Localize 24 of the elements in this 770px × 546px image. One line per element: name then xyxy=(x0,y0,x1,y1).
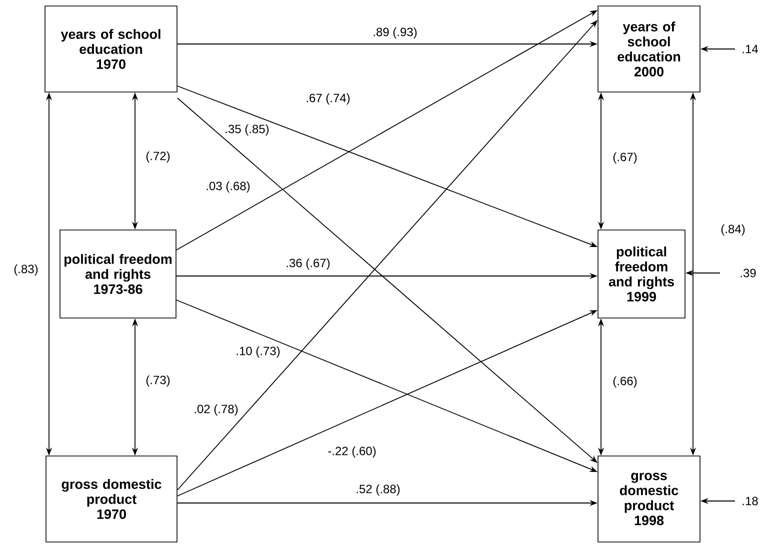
edge-label: (.72) xyxy=(146,151,170,163)
edge-label: .89 (.93) xyxy=(374,27,417,39)
variable-box: political freedom and rights 1999 xyxy=(598,230,686,318)
edge-label: .03 (.68) xyxy=(206,181,250,193)
edge-label: .36 (.67) xyxy=(286,258,330,270)
variable-box: years of school education 2000 xyxy=(598,6,700,92)
edge-label: (.66) xyxy=(613,376,637,388)
edge-label: .14 xyxy=(742,44,758,54)
edge-label: .52 (.88) xyxy=(356,484,400,496)
edge-label: (.84) xyxy=(721,224,745,236)
edge-label: .35 (.85) xyxy=(226,124,269,136)
edge-label: .02 (.78) xyxy=(194,404,238,416)
variable-box: years of school education 1970 xyxy=(44,6,178,92)
edge-label: .67 (.74) xyxy=(306,93,350,105)
edge-label: (.67) xyxy=(613,152,637,164)
edge-label: (.73) xyxy=(146,375,170,387)
edge-label: .10 (.73) xyxy=(236,346,280,358)
edge-label: -.22 (.60) xyxy=(328,446,376,458)
variable-box: gross domestic product 1998 xyxy=(598,456,700,542)
variable-box: gross domestic product 1970 xyxy=(46,456,178,542)
edge-label: .39 xyxy=(740,268,756,278)
variable-box: political freedom and rights 1973-86 xyxy=(60,230,176,318)
edge-label: (.83) xyxy=(14,264,38,276)
edge-label: .18 xyxy=(742,496,758,506)
